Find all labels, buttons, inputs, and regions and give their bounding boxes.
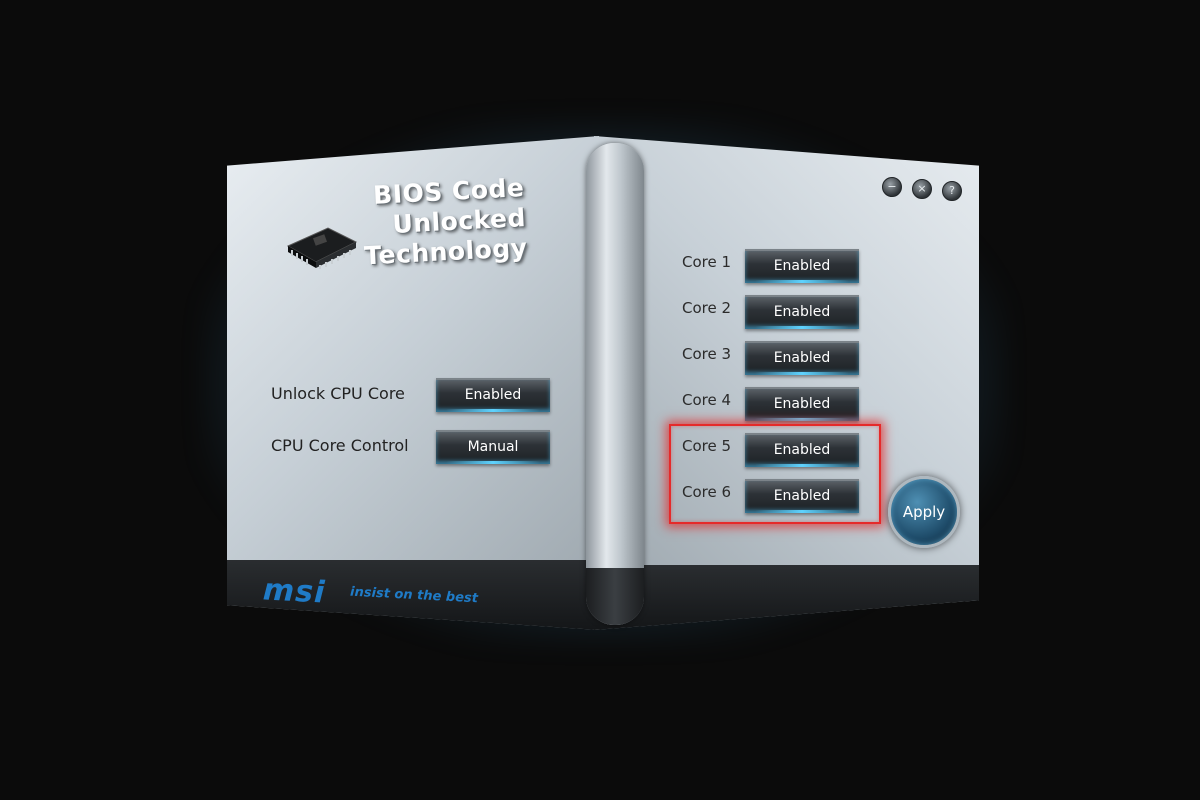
core-1-label: Core 1: [682, 253, 732, 271]
close-icon[interactable]: ×: [912, 179, 932, 199]
cpu-core-control-label: CPU Core Control: [271, 436, 409, 455]
right-panel: [594, 136, 979, 630]
core-1-button[interactable]: Enabled: [745, 249, 859, 283]
core-2-label: Core 2: [682, 299, 732, 317]
msi-logo: msi: [262, 572, 327, 611]
unlock-cpu-core-button[interactable]: Enabled: [436, 378, 550, 412]
window-spine-base: [586, 568, 644, 625]
core-3-button[interactable]: Enabled: [745, 341, 859, 375]
core-4-label: Core 4: [682, 391, 732, 409]
chip-icon: [286, 227, 358, 269]
window-spine: [586, 143, 644, 625]
core-5-label: Core 5: [682, 437, 732, 455]
core-5-button[interactable]: Enabled: [745, 433, 859, 467]
apply-button[interactable]: Apply: [888, 476, 960, 548]
core-6-label: Core 6: [682, 483, 732, 501]
core-4-button[interactable]: Enabled: [745, 387, 859, 421]
minimize-icon[interactable]: −: [882, 177, 902, 197]
cpu-core-control-button[interactable]: Manual: [436, 430, 550, 464]
core-3-label: Core 3: [682, 345, 732, 363]
highlight-frame: [669, 424, 881, 524]
core-2-button[interactable]: Enabled: [745, 295, 859, 329]
unlock-cpu-core-label: Unlock CPU Core: [271, 384, 405, 403]
core-6-button[interactable]: Enabled: [745, 479, 859, 513]
help-icon[interactable]: ?: [942, 181, 962, 201]
